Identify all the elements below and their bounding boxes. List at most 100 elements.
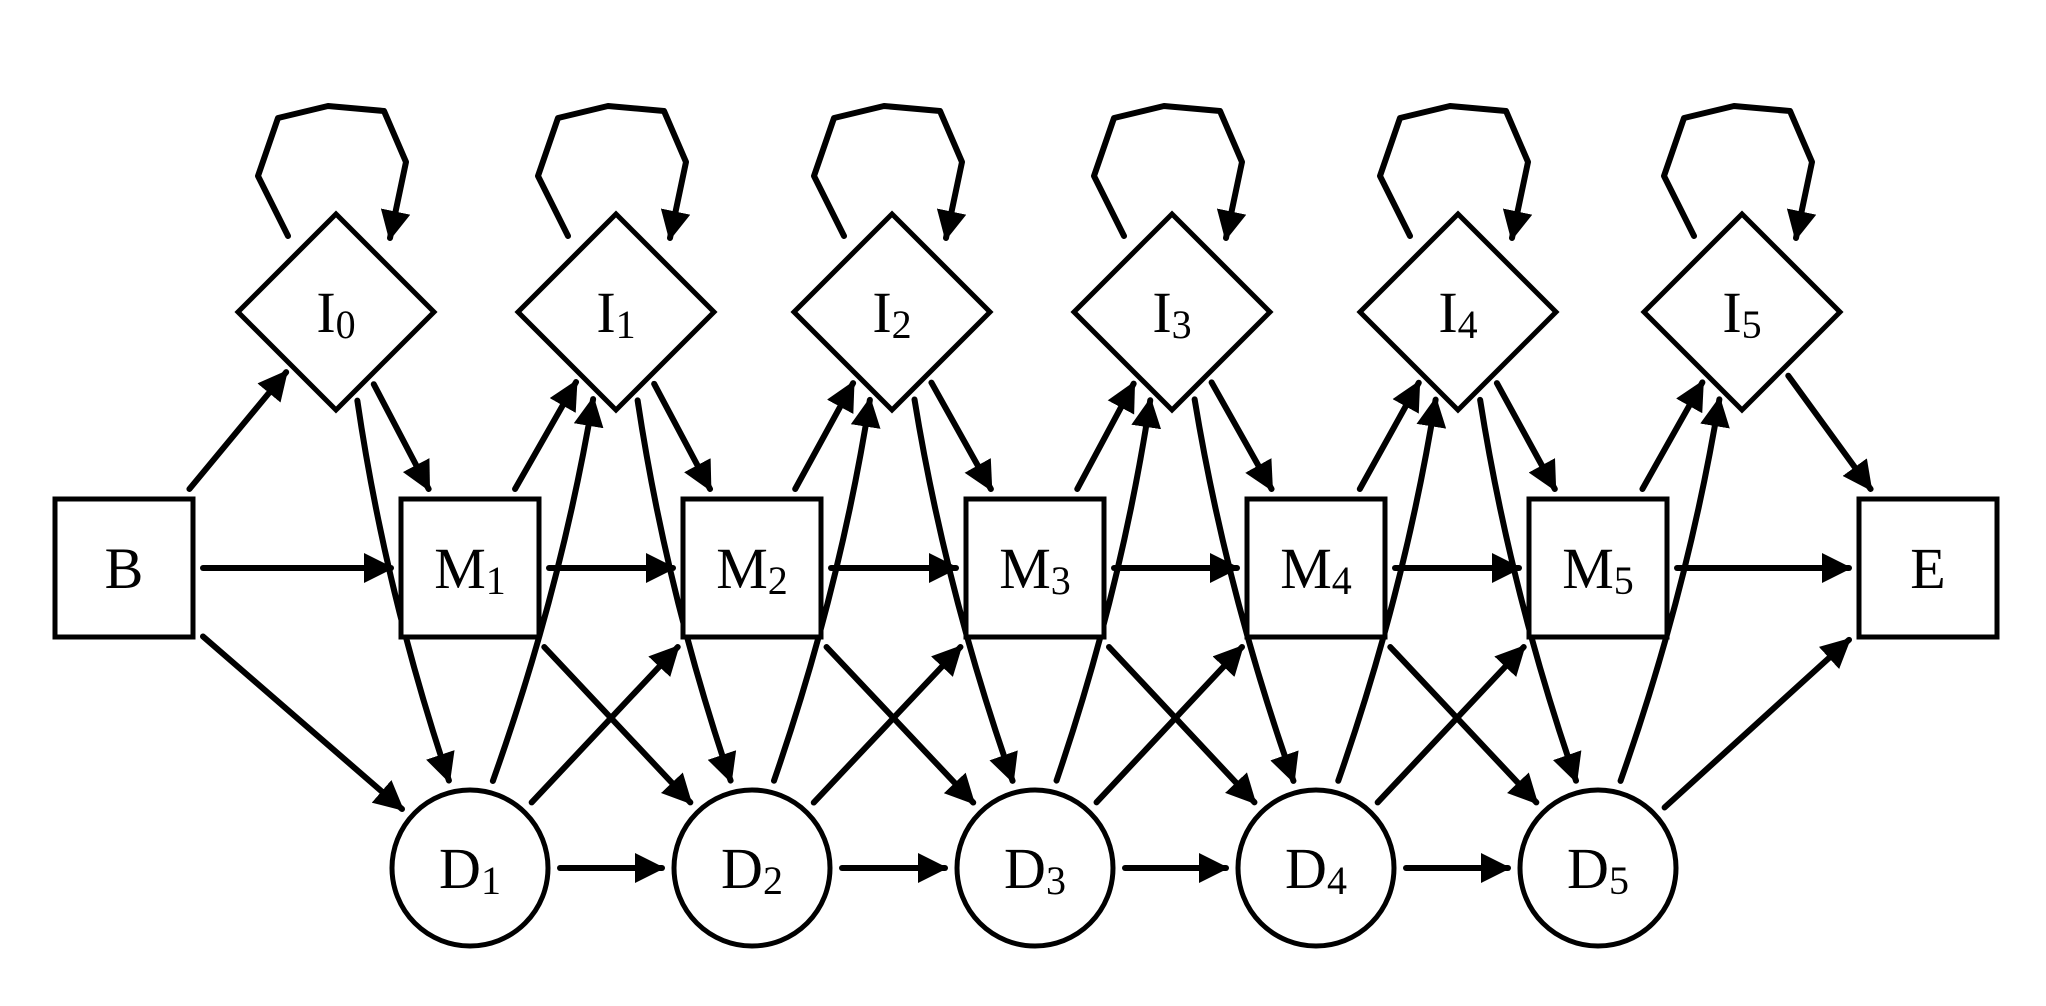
node-m4-label: M4	[1280, 536, 1352, 603]
node-m3-box	[963, 496, 1107, 640]
node-d4-letter: D	[1285, 836, 1327, 901]
node-m1-subscript: 1	[486, 558, 506, 603]
node-i5: I5	[1640, 210, 1844, 414]
edge-i2-to-d3	[911, 396, 1018, 784]
node-e-box	[1856, 496, 2000, 640]
node-i2-subscript: 2	[892, 302, 912, 347]
node-d3-label: D3	[1004, 836, 1066, 903]
node-d1-circle	[389, 787, 551, 949]
node-m1-letter: M	[434, 536, 486, 601]
node-m1-box	[398, 496, 542, 640]
node-d4-label: D4	[1285, 836, 1347, 903]
node-d5-circle	[1517, 787, 1679, 949]
edge-i2-to-i2	[811, 103, 967, 241]
edge-m4-to-d5	[1387, 644, 1540, 806]
edge-i4-to-i4	[1377, 103, 1533, 241]
node-i4: I4	[1356, 210, 1560, 414]
edge-d2-to-i2	[770, 396, 881, 784]
node-i1-diamond	[514, 210, 718, 414]
edge-i3-to-m4	[1208, 379, 1275, 492]
node-m2-subscript: 2	[768, 558, 788, 603]
node-d3-circle	[954, 787, 1116, 949]
edge-d4-to-m5	[1374, 644, 1527, 806]
node-i4-letter: I	[1438, 280, 1457, 345]
edge-d2-to-m3	[810, 644, 964, 806]
edge-i3-to-i3	[1091, 103, 1247, 241]
node-m5: M5	[1526, 496, 1670, 640]
node-d2-letter: D	[721, 836, 763, 901]
node-m3-subscript: 3	[1051, 558, 1071, 603]
node-d2-label: D2	[721, 836, 783, 903]
node-m3: M3	[963, 496, 1107, 640]
edge-m3-to-i3	[1074, 380, 1137, 492]
edge-i4-to-d5	[1477, 396, 1582, 784]
edge-i2-to-m3	[928, 379, 994, 492]
edge-m2-to-d3	[823, 644, 977, 806]
node-m2-label: M2	[716, 536, 788, 603]
edge-d1-to-i1	[489, 396, 604, 784]
node-i3-diamond	[1070, 210, 1274, 414]
node-i0-diamond	[234, 210, 438, 414]
edge-i1-to-i1	[535, 103, 691, 241]
edge-i4-to-m5	[1493, 380, 1558, 492]
edge-d5-to-i5	[1617, 396, 1730, 784]
node-b-label: B	[105, 536, 144, 601]
edge-i1-to-d2	[634, 397, 737, 784]
edge-i0-to-m1	[370, 381, 432, 492]
edge-m5-to-i5	[1639, 379, 1706, 492]
node-m3-label: M3	[999, 536, 1071, 603]
edge-i0-to-d1	[354, 397, 455, 784]
node-d2-subscript: 2	[763, 858, 783, 903]
node-i3-label: I3	[1152, 280, 1191, 347]
edge-d5-to-e	[1661, 636, 1852, 811]
edge-d3-to-i3	[1053, 397, 1162, 784]
node-i5-subscript: 5	[1742, 302, 1762, 347]
node-d4-circle	[1235, 787, 1397, 949]
edge-m1-to-d2	[541, 644, 694, 806]
node-d4-subscript: 4	[1327, 858, 1347, 903]
node-m1-label: M1	[434, 536, 506, 603]
node-i0: I0	[234, 210, 438, 414]
edge-m3-to-d4	[1106, 644, 1258, 806]
node-m1: M1	[398, 496, 542, 640]
node-i2-label: I2	[872, 280, 911, 347]
node-i0-subscript: 0	[336, 302, 356, 347]
node-d3-letter: D	[1004, 836, 1046, 901]
node-m5-subscript: 5	[1614, 558, 1634, 603]
edge-i5-to-i5	[1661, 103, 1817, 241]
node-d2-circle	[671, 787, 833, 949]
node-m5-box	[1526, 496, 1670, 640]
node-m3-letter: M	[999, 536, 1051, 601]
node-i0-letter: I	[316, 280, 335, 345]
node-m2-letter: M	[716, 536, 768, 601]
node-d1-letter: D	[439, 836, 481, 901]
node-m4: M4	[1244, 496, 1388, 640]
node-i2-letter: I	[872, 280, 891, 345]
node-d3: D3	[954, 787, 1116, 949]
node-d2: D2	[671, 787, 833, 949]
node-d1-subscript: 1	[481, 858, 501, 903]
edge-m1-to-i1	[512, 379, 580, 492]
node-i0-label: I0	[316, 280, 355, 347]
node-b-box	[52, 496, 196, 640]
edge-i1-to-m2	[651, 380, 714, 492]
node-i2: I2	[790, 210, 994, 414]
node-i3: I3	[1070, 210, 1274, 414]
node-e: E	[1856, 496, 2000, 640]
node-b: B	[52, 496, 196, 640]
node-d1: D1	[389, 787, 551, 949]
node-d3-subscript: 3	[1046, 858, 1066, 903]
edge-b-to-d1	[200, 633, 406, 813]
node-i4-subscript: 4	[1458, 302, 1478, 347]
edge-m4-to-i4	[1356, 379, 1422, 492]
node-i5-letter: I	[1722, 280, 1741, 345]
node-m5-label: M5	[1562, 536, 1634, 603]
edge-d4-to-i4	[1335, 396, 1447, 784]
node-i3-subscript: 3	[1172, 302, 1192, 347]
node-d5-subscript: 5	[1609, 858, 1629, 903]
node-e-letter: E	[1910, 536, 1945, 601]
edge-d3-to-m4	[1093, 644, 1245, 806]
edge-i0-to-i0	[255, 103, 411, 241]
